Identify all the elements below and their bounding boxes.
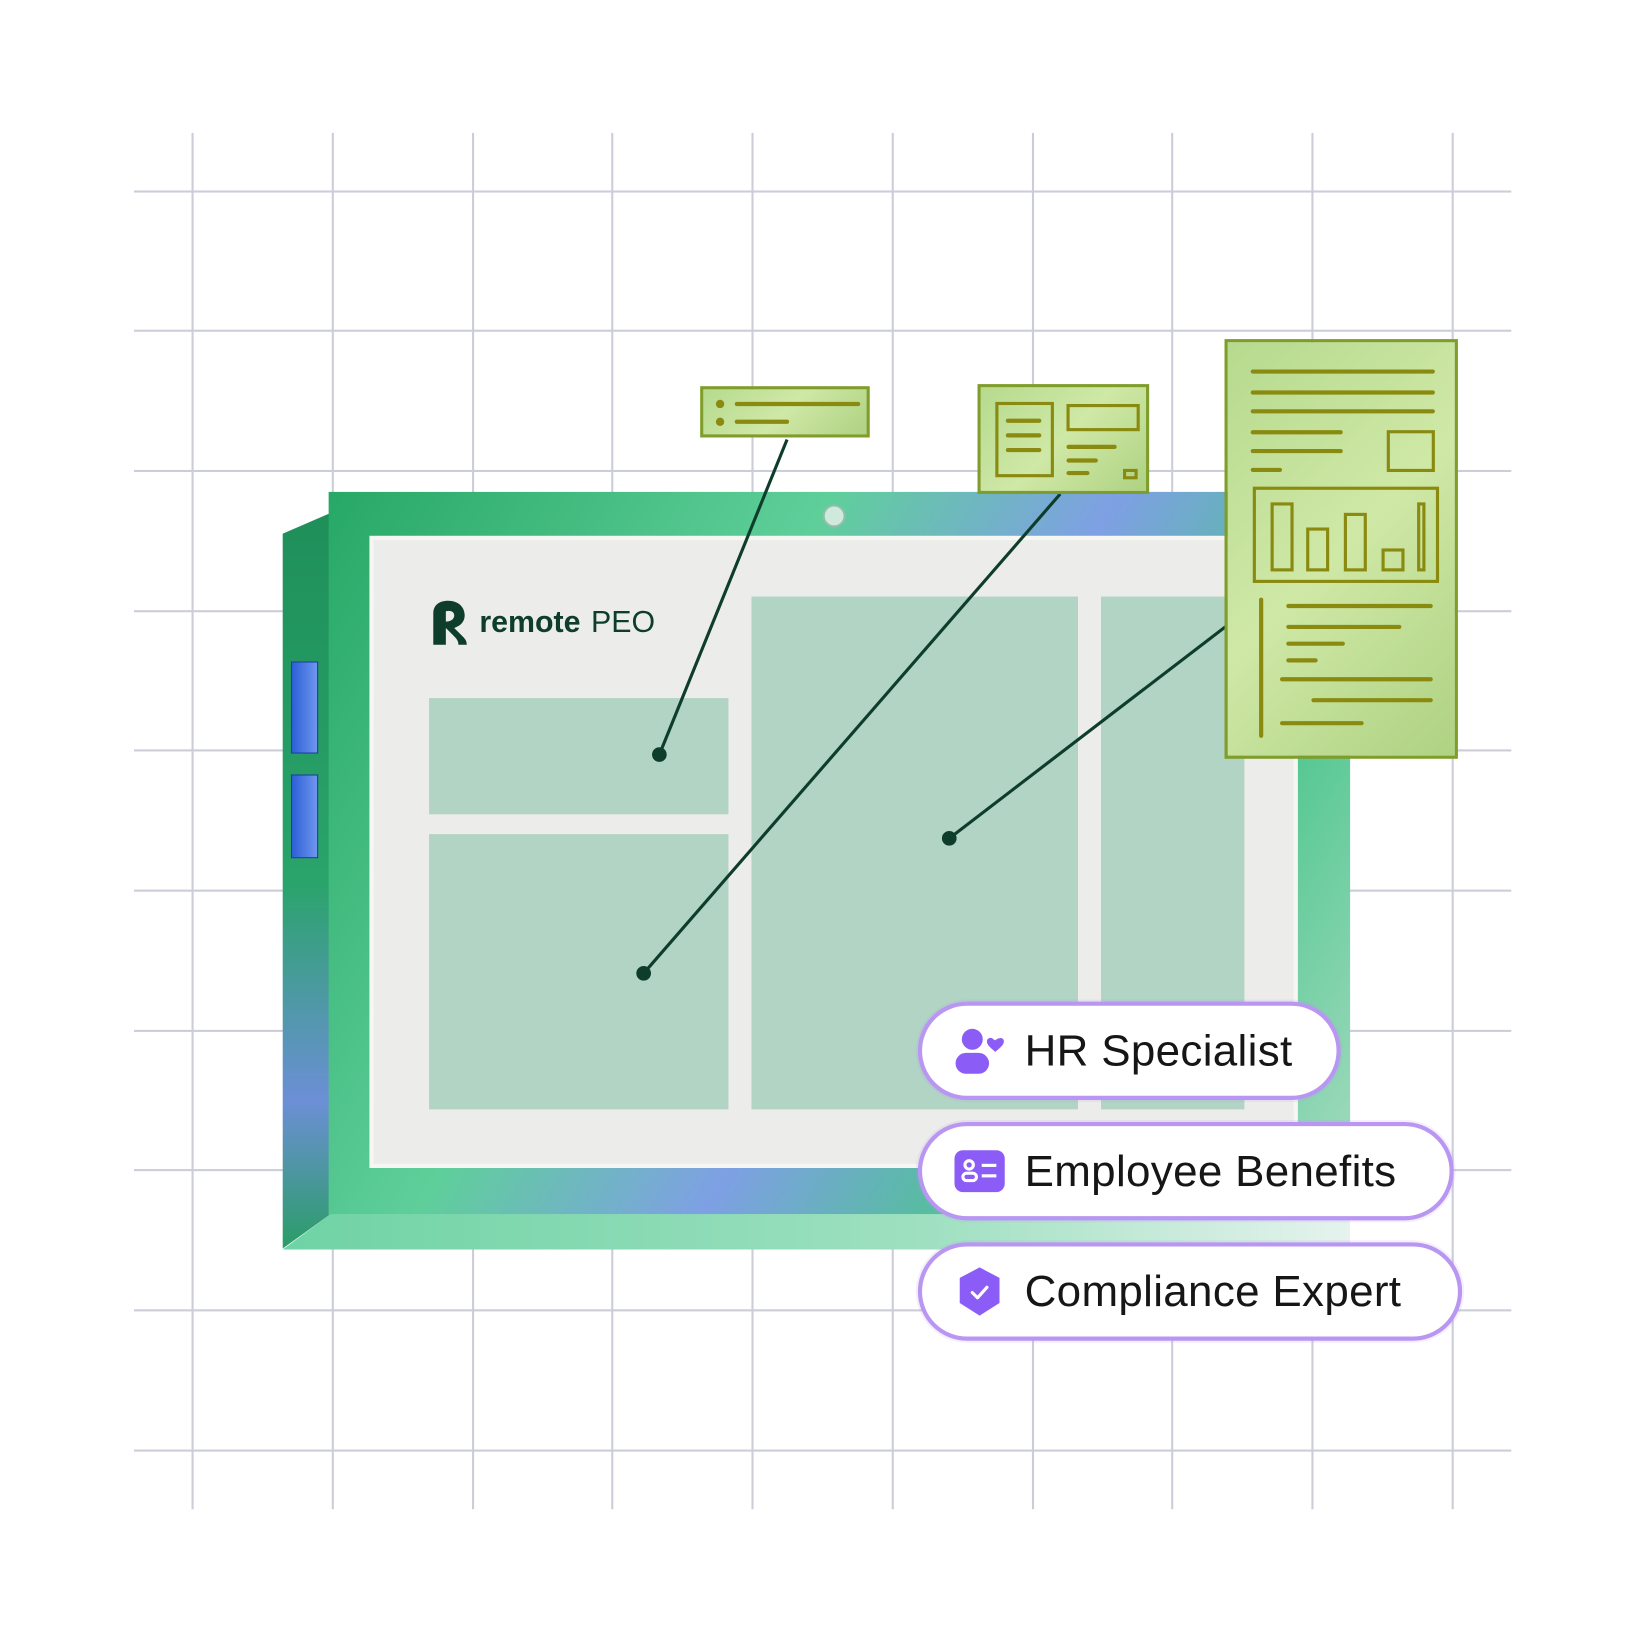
side-button xyxy=(290,661,319,754)
brand-product: PEO xyxy=(591,605,656,639)
report-card xyxy=(1224,339,1458,759)
list-card xyxy=(700,386,870,438)
content-panel xyxy=(429,698,729,815)
connector-dot xyxy=(652,747,667,762)
connector-dot xyxy=(636,966,651,981)
connector-dot xyxy=(941,831,957,846)
badge-hr-specialist: HR Specialist xyxy=(917,1001,1341,1100)
id-card-icon xyxy=(953,1145,1005,1197)
badge-label: Compliance Expert xyxy=(1024,1266,1402,1316)
remote-peo-logo: remote PEO xyxy=(431,599,655,647)
brand-name: remote xyxy=(479,605,581,639)
badge-employee-benefits: Employee Benefits xyxy=(917,1121,1454,1221)
profile-card xyxy=(977,384,1150,494)
person-heart-icon xyxy=(953,1025,1005,1077)
content-panel xyxy=(429,834,729,1110)
shield-check-icon xyxy=(953,1265,1005,1317)
monitor-side xyxy=(282,512,331,1249)
badge-label: Employee Benefits xyxy=(1024,1146,1397,1196)
camera-icon xyxy=(822,504,846,528)
badge-compliance-expert: Compliance Expert xyxy=(917,1242,1463,1341)
badge-label: HR Specialist xyxy=(1024,1025,1293,1075)
bar-chart-icon xyxy=(1252,486,1440,583)
side-button xyxy=(290,774,319,859)
remote-logo-icon xyxy=(433,600,467,645)
